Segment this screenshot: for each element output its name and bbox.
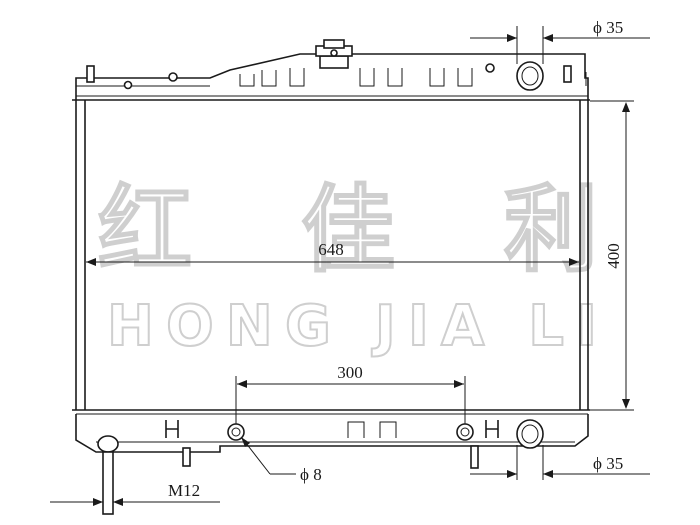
bottom-pipe-outlet [516,419,544,449]
filler-cap [315,39,353,69]
watermark-latin: HONG JIA LI [107,294,597,359]
bolt-right [456,423,474,441]
drain-plug [97,435,119,515]
drain-thread-label: M12 [168,481,200,500]
bottom-pipe-label: ϕ 35 [593,454,623,473]
height-label: 400 [604,243,623,269]
radiator-core [75,100,589,410]
bracket-spacing-label: 300 [337,363,363,382]
width-label: 648 [318,240,344,259]
top-pipe-outlet [516,61,544,91]
watermark-chinese: 红 佳 利 [98,176,598,285]
top-tank [72,39,590,101]
watermark: 红 佳 利 HONG JIA LI [97,175,599,360]
dimension-labels: 648 400 300 ϕ 35 ϕ 35 ϕ 8 M12 [168,18,623,500]
bolt-hole-label: ϕ 8 [300,465,322,484]
bottom-tank [72,409,590,515]
dimension-lines [50,26,650,506]
top-pipe-label: ϕ 35 [593,18,623,37]
